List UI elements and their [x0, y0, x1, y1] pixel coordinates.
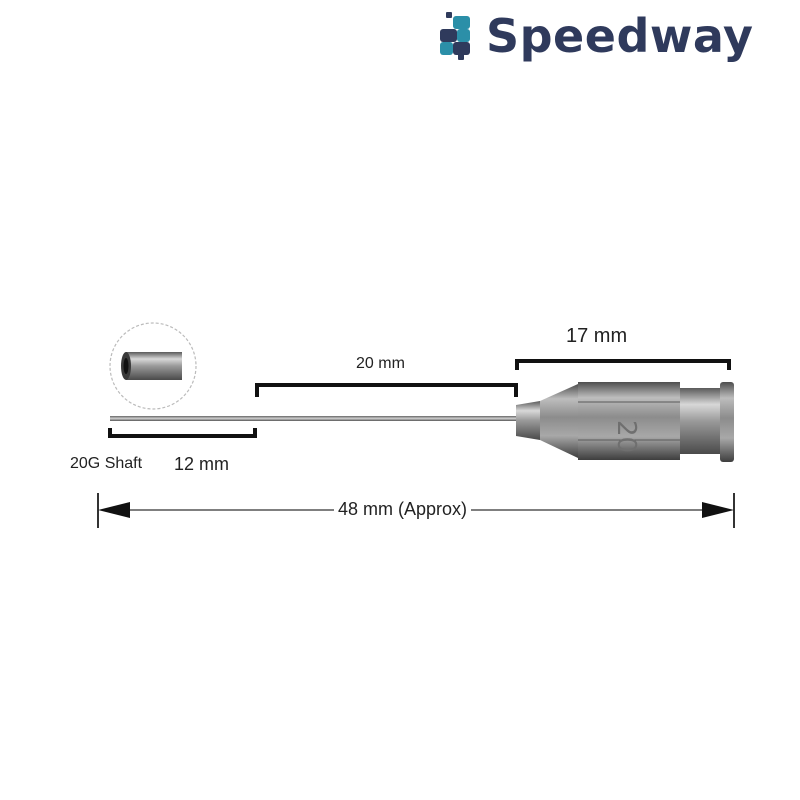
gauge-label: 20G Shaft	[70, 455, 143, 472]
s-monogram-icon	[440, 12, 470, 60]
hub-length-label: 17 mm	[566, 325, 628, 347]
shaft-length-label: 20 mm	[356, 355, 405, 372]
svg-text:20: 20	[611, 420, 641, 453]
shaft-length-bracket	[255, 383, 518, 397]
brand-name: Speedway	[486, 9, 754, 63]
hub-length-bracket	[515, 359, 731, 370]
tip-length-bracket	[108, 428, 257, 438]
total-length-label: 48 mm (Approx)	[334, 500, 472, 518]
blunt-needle-icon: 20	[110, 382, 734, 462]
tip-length-label: 12 mm	[174, 454, 230, 474]
blunt-tip-magnified-icon	[109, 322, 197, 410]
